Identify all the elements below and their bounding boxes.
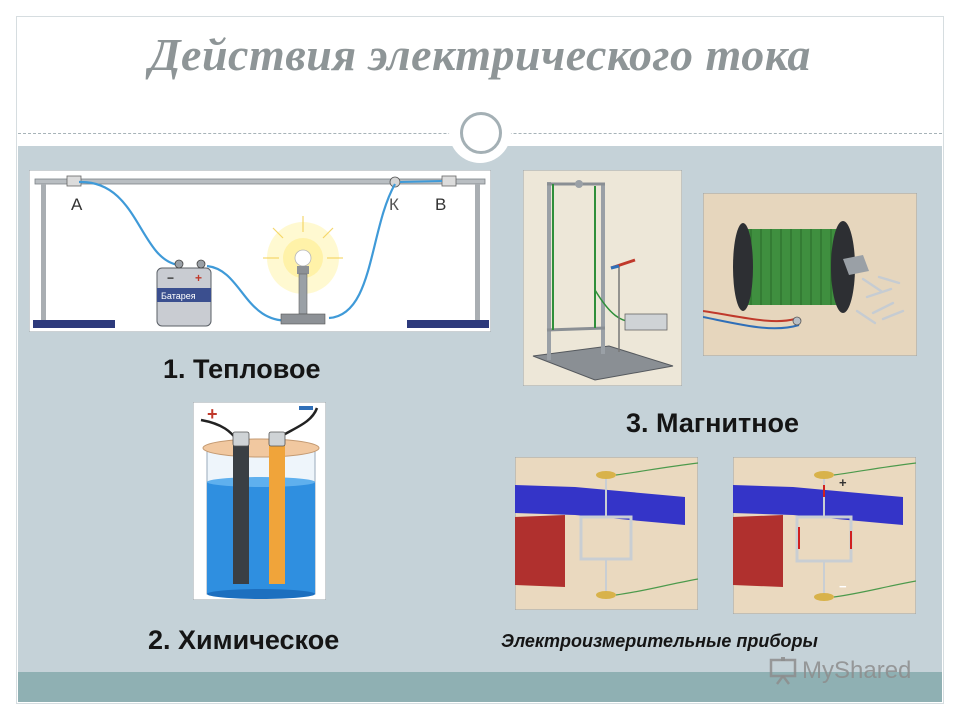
coil-winding: [743, 229, 843, 305]
battery-minus: −: [167, 271, 174, 285]
right-base: [407, 320, 489, 328]
magnet-blue: [515, 485, 685, 525]
right-post: [475, 184, 480, 324]
terminal-b-label: B: [435, 195, 446, 214]
switch-box: [624, 313, 668, 331]
terminal-a-label: A: [71, 195, 83, 214]
magnetic-stand-diagram: [523, 170, 682, 386]
label-thermal: 1. Тепловое: [163, 354, 321, 384]
thermal-circuit-diagram: A К B + − Батарея: [29, 170, 491, 332]
instrument-plus: +: [839, 475, 847, 490]
electromagnet-diagram: [703, 193, 917, 356]
instrument-diagram-2: + −: [733, 457, 916, 614]
top-rail: [34, 178, 486, 185]
stand-base: [532, 345, 674, 381]
left-post: [41, 184, 46, 324]
wire-a-battery: [78, 180, 180, 267]
chemical-cell-diagram: +: [193, 402, 326, 600]
electrode-copper: [269, 442, 285, 584]
terminal-k-label: К: [389, 195, 399, 214]
electrolyte: [207, 482, 315, 594]
label-magnetic: 3. Магнитное: [626, 408, 800, 438]
clamp-a: [66, 175, 82, 187]
instrument-minus: −: [839, 579, 847, 594]
iron-filings: [855, 275, 905, 325]
slide-title: Действия электрического тока: [149, 29, 811, 80]
electrode-carbon: [233, 442, 249, 584]
coil-wire-red: [703, 310, 796, 323]
label-instruments: Электроизмерительные приборы: [501, 631, 818, 651]
beaker-lid: [202, 438, 320, 458]
divider-circle-ring: [460, 112, 502, 154]
presentation-icon: [769, 657, 797, 685]
battery: + − Батарея: [156, 259, 212, 327]
instrument-diagram-1: [515, 457, 698, 610]
coil-end-right: [831, 221, 855, 313]
coil-wire-blue: [703, 316, 800, 330]
watermark: MyShared: [768, 656, 911, 686]
battery-plus: +: [195, 271, 202, 285]
label-chemical: 2. Химическое: [148, 625, 340, 655]
coil-end-left: [733, 223, 753, 311]
magnet-red: [515, 515, 565, 587]
watermark-text: MyShared: [802, 657, 912, 684]
lamp: [263, 216, 343, 325]
cell-plus: +: [207, 404, 218, 424]
wire-lamp-k: [328, 183, 396, 320]
wire-k-b: [399, 180, 443, 183]
iron-core: [843, 255, 869, 275]
battery-label: Батарея: [161, 291, 196, 301]
conductor-loop: [552, 184, 596, 330]
clamp-b: [441, 175, 457, 187]
left-base: [33, 320, 115, 328]
cell-minus-sign: [299, 406, 313, 410]
